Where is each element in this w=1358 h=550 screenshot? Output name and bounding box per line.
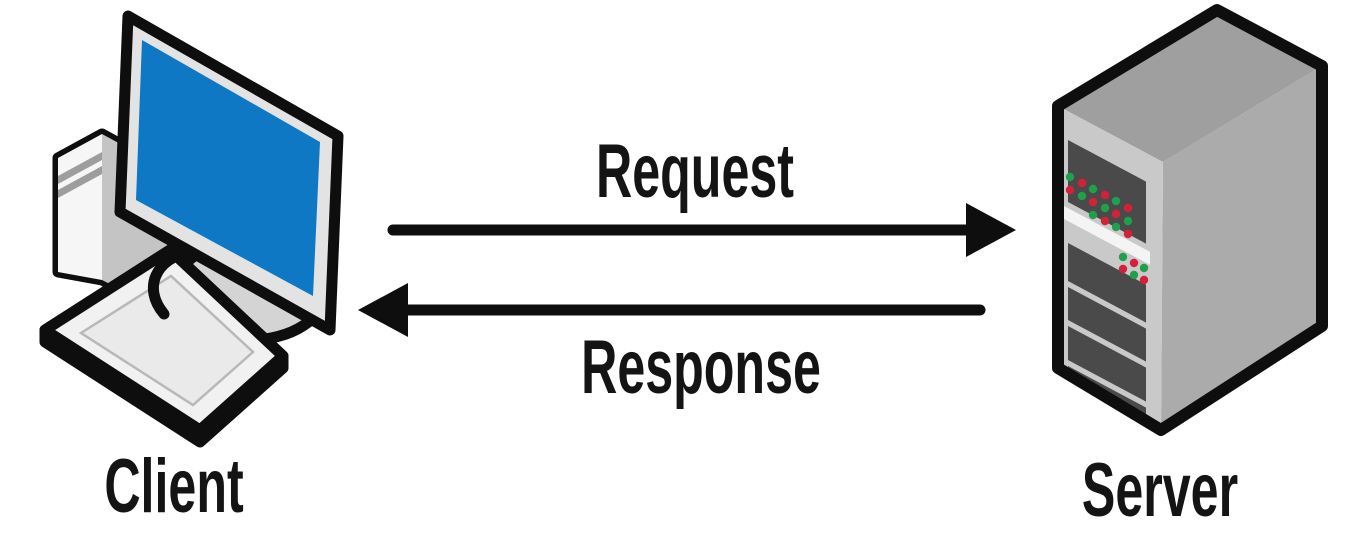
monitor-screen [136,40,320,296]
tower-vent-stripe [58,166,102,198]
response-arrow [358,283,986,337]
server-label: Server [1081,448,1239,533]
server-bay-panel [1068,243,1146,323]
request-arrow [387,203,1016,257]
monitor-stand-neck [148,246,196,320]
desktop-computer-icon [39,10,344,448]
server-red-leds [1065,178,1149,285]
server-bay-panel [1068,287,1146,362]
server-bay-panel [1068,326,1146,402]
monitor [114,10,344,336]
tower-vent-stripe [58,152,102,184]
server-outline [1052,4,1328,436]
server-tower-icon [1052,4,1328,436]
response-label: Response [581,325,821,410]
response-arrow-head [358,283,408,337]
request-label: Request [596,129,794,214]
client-label: Client [104,444,244,529]
keyboard [39,244,289,448]
server-green-leds [1065,172,1149,280]
request-arrow-head [966,203,1016,257]
server-top-face [1058,10,1322,162]
server-side-face [1161,66,1322,430]
server-slot-stripe [1064,206,1150,265]
keyboard-key-area [78,274,255,407]
